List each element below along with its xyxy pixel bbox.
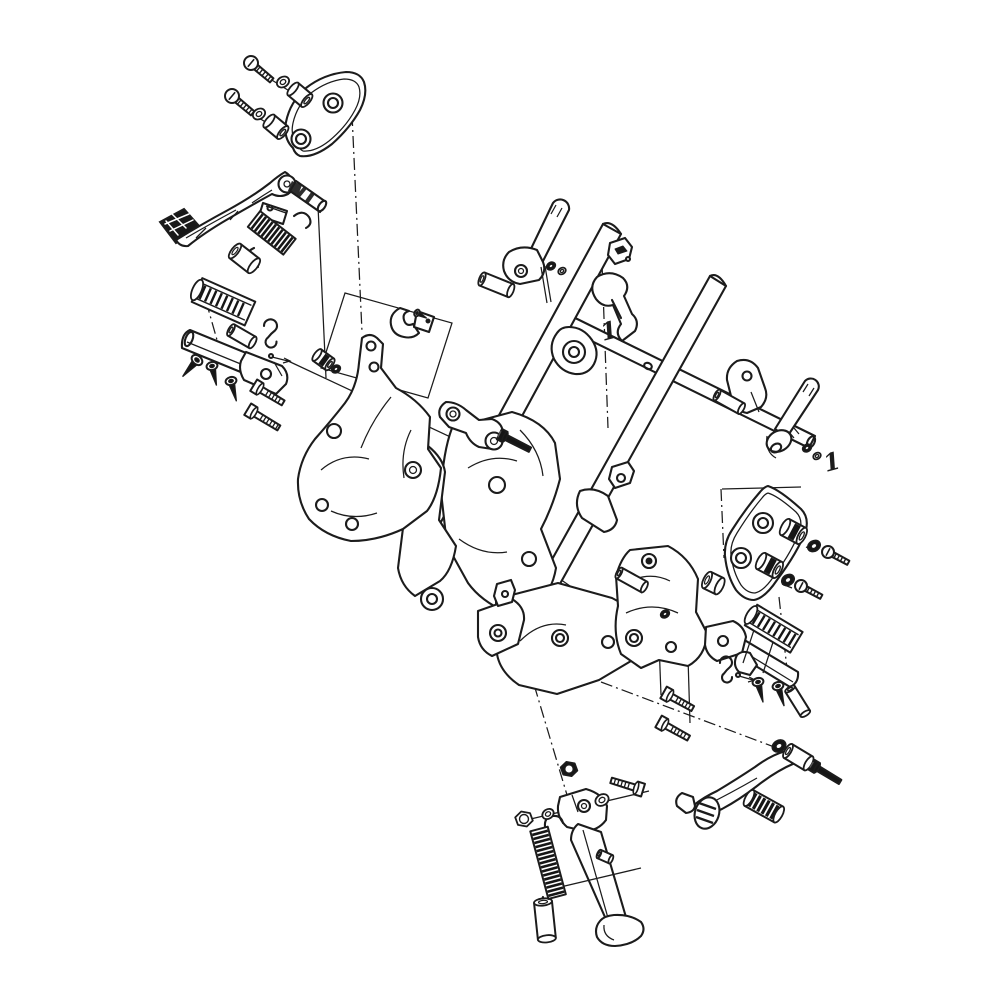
nut-front-guard-lower: [251, 107, 267, 121]
bolt-gearshift: [807, 758, 843, 785]
screw-front-footrest-a: [182, 353, 204, 378]
screw-front-footrest-b: [205, 360, 219, 386]
bolt-front-bracket-b: [243, 402, 282, 432]
washer-pillion-rear: [812, 451, 822, 461]
screw-cable-clamp: [413, 308, 428, 319]
pin-pillion-rear: [712, 388, 746, 415]
nut-stand: [514, 810, 534, 828]
rubber-front-footrest: [189, 277, 257, 327]
pin-rear-bracket: [614, 566, 649, 594]
side-stand: [540, 787, 645, 948]
rubber-gearshift-pedal: [742, 789, 786, 824]
pin-rear-footrest: [784, 684, 812, 718]
nut-stand-pivot: [559, 760, 579, 778]
screw-rear-footrest-b: [771, 680, 785, 707]
brake-pedal: [158, 170, 328, 248]
washer-stand-a: [594, 793, 610, 807]
screw-front-guard-lower: [224, 88, 256, 117]
washer-rear-guard-lower: [780, 573, 796, 587]
washer-gearshift: [771, 739, 787, 753]
hardware-layer: [182, 55, 851, 944]
collar-rear-guard-lower: [754, 551, 784, 579]
joint-gearshift: [782, 743, 815, 772]
washer-front-bracket: [330, 364, 342, 374]
screw-rear-guard-upper: [821, 545, 851, 566]
part-label-2: 1: [820, 445, 844, 477]
labels-layer: 11: [597, 314, 844, 477]
washer-rear-guard-upper: [806, 539, 822, 553]
bolt-stand: [609, 776, 646, 798]
nut-front-guard-upper: [275, 75, 291, 89]
stand-foot: [594, 913, 645, 948]
washer-stand-b: [541, 808, 555, 820]
front-footrest-bracket: [296, 333, 443, 543]
roller-brake-pedal: [227, 242, 262, 275]
pillion-footrest-top: [502, 198, 571, 304]
plug-rear-bracket: [700, 570, 726, 596]
screw-rear-guard-lower: [794, 579, 824, 600]
cover-stand-spring: [533, 897, 557, 944]
footrest-spring-clip: [262, 318, 279, 349]
part-label-1: 1: [597, 314, 621, 346]
cable-clamp: [389, 306, 436, 339]
pin-stand-spring: [595, 848, 615, 865]
spring-brake-pedal: [246, 210, 297, 256]
collar-front-guard-upper: [286, 81, 314, 108]
rear-footrest-bracket: [614, 544, 709, 670]
bolt-rear-bracket-b: [654, 714, 691, 742]
pin-pillion-top: [477, 271, 516, 299]
bolt-brake-lever: [495, 428, 533, 453]
screw-front-footrest-c: [224, 375, 238, 402]
bolt-pillion-rear: [801, 443, 813, 453]
brake-lever: [438, 400, 505, 451]
collar-front-guard-lower: [262, 113, 290, 140]
bolt-front-bracket-a: [249, 378, 286, 407]
rear-heel-guard-plate: [723, 484, 808, 602]
bolt-rear-bracket-a: [659, 685, 696, 713]
screw-rear-footrest-a: [751, 676, 765, 703]
bolt-rear-pivot: [659, 609, 671, 619]
frame-assembly: [395, 222, 817, 696]
washer-pillion-top: [557, 266, 567, 276]
rubber-rear-footrest: [743, 603, 804, 654]
spring-stand: [529, 825, 567, 900]
bolt-pillion-top: [545, 261, 557, 271]
front-footrest-base: [180, 318, 292, 396]
collar-front-bracket: [311, 348, 336, 372]
rear-footrest-spring-clip: [718, 655, 734, 684]
pin-front-footrest: [226, 323, 258, 350]
detail-window-rear: [721, 486, 802, 490]
screw-front-guard-upper: [243, 55, 275, 84]
collar-rear-guard-upper: [778, 517, 808, 545]
gearshift-lever: [675, 749, 797, 830]
